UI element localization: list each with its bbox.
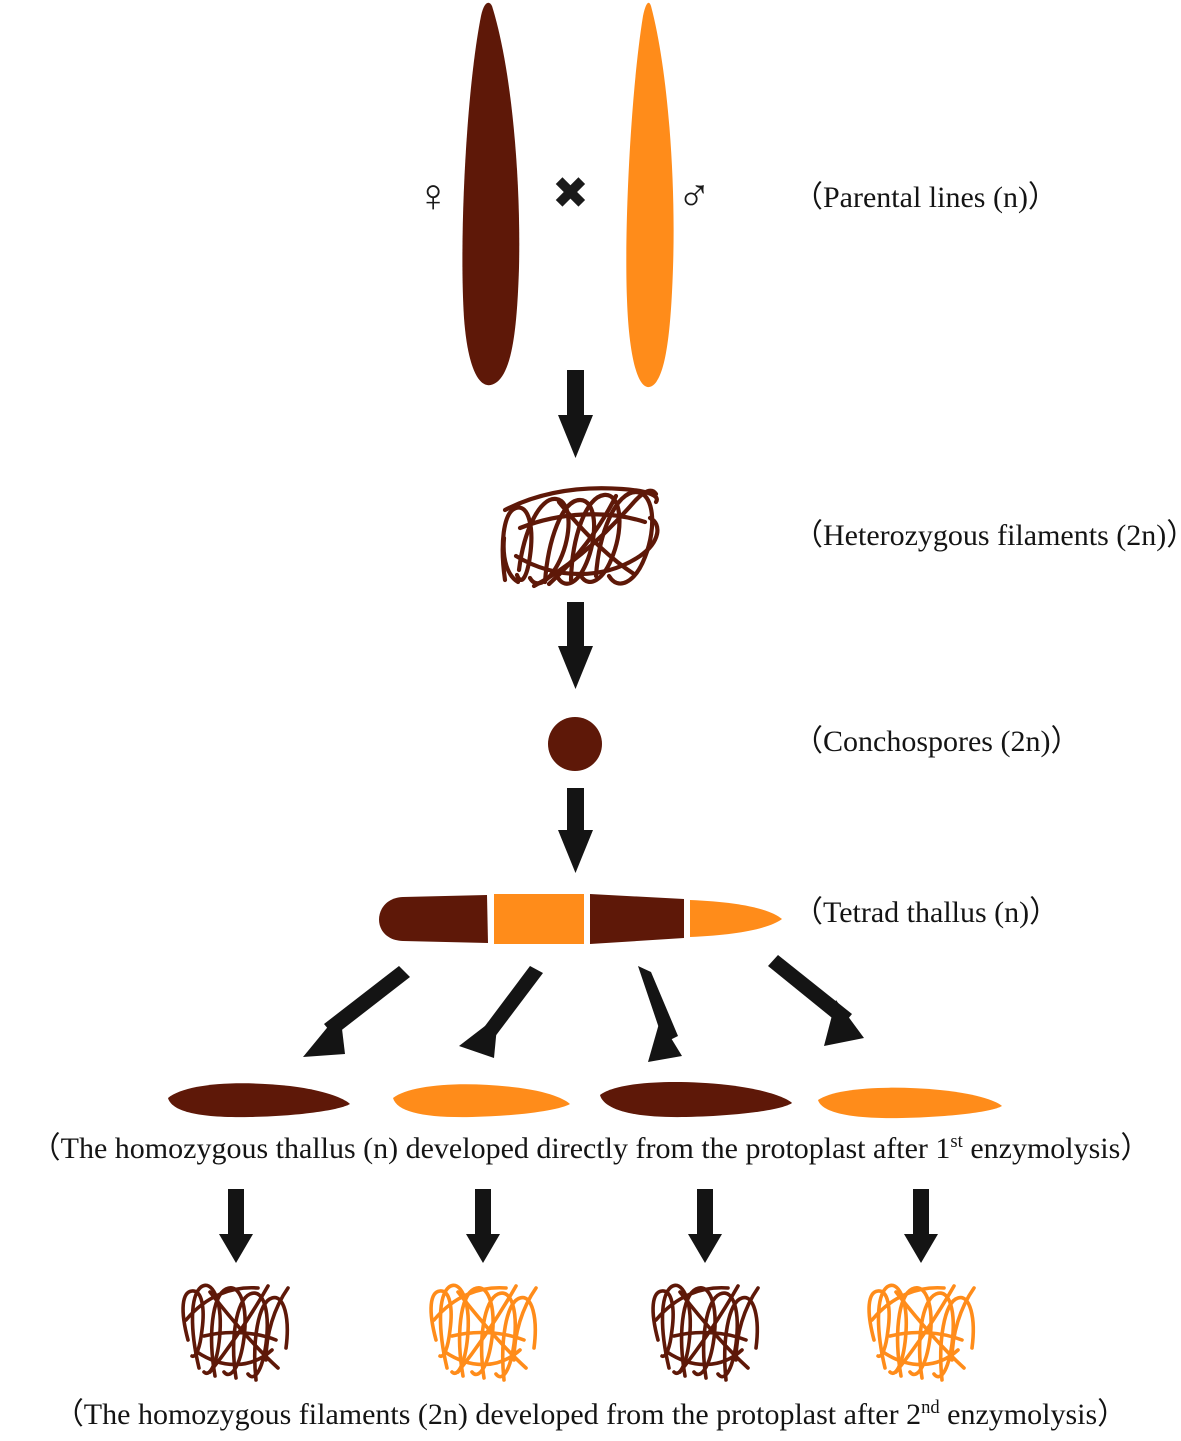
enzymolysis-arrow-1 — [219, 1189, 253, 1263]
conchospore — [548, 717, 602, 771]
homozygous-filament-3 — [651, 1283, 760, 1382]
branch-arrow-1 — [303, 966, 410, 1057]
homozygous-thallus-1 — [168, 1083, 350, 1118]
homozygous-thallus-4 — [818, 1087, 1002, 1119]
caption-homozygous-thallus-text-after: enzymolysis） — [962, 1132, 1151, 1165]
homozygous-filament-2 — [429, 1283, 538, 1382]
caption-homozygous-filaments-superscript: nd — [921, 1397, 940, 1418]
enzymolysis-arrow-2 — [466, 1189, 500, 1263]
stage-label-parental-lines: （Parental lines (n)） — [793, 181, 1058, 214]
male-symbol: ♂ — [677, 168, 712, 222]
enzymolysis-arrow-3 — [688, 1189, 722, 1263]
parental-thallus-female — [462, 2, 520, 386]
female-symbol: ♀ — [416, 168, 451, 222]
enzymolysis-arrow-4 — [904, 1189, 938, 1263]
tetrad-segment-1 — [378, 895, 488, 943]
caption-homozygous-filaments-text-after: enzymolysis） — [939, 1398, 1128, 1431]
caption-homozygous-thallus: （The homozygous thallus (n) developed di… — [0, 1131, 1181, 1165]
stage-label-heterozygous-filaments: （Heterozygous filaments (2n)） — [793, 519, 1181, 552]
homozygous-thallus-row — [168, 1082, 1002, 1119]
caption-homozygous-filaments: （The homozygous filaments (2n) developed… — [0, 1397, 1181, 1431]
cross-symbol: ✖ — [552, 168, 589, 219]
tetrad-segment-4 — [690, 900, 782, 937]
caption-homozygous-filaments-text-before: （The homozygous filaments (2n) developed… — [53, 1398, 922, 1431]
branch-arrow-4 — [768, 955, 864, 1046]
tetrad-segment-3 — [590, 894, 684, 944]
branch-arrow-3 — [638, 966, 682, 1062]
tetrad-thallus — [378, 894, 782, 944]
arrow-conchospores-to-tetrad — [558, 788, 593, 873]
homozygous-thallus-2 — [393, 1084, 570, 1118]
caption-homozygous-thallus-superscript: st — [950, 1131, 963, 1152]
branching-arrows — [303, 955, 864, 1062]
enzymolysis-arrows — [219, 1189, 938, 1263]
stage-label-tetrad-thallus: （Tetrad thallus (n)） — [793, 896, 1060, 929]
branch-arrow-2 — [459, 966, 543, 1058]
homozygous-thallus-3 — [600, 1082, 792, 1118]
parental-thallus-male — [626, 2, 674, 388]
heterozygous-filament-tangle — [500, 486, 660, 589]
homozygous-filament-4 — [867, 1283, 976, 1382]
caption-homozygous-thallus-text-before: （The homozygous thallus (n) developed di… — [30, 1132, 951, 1165]
stage-label-conchospores: （Conchospores (2n)） — [793, 725, 1081, 758]
arrow-filaments-to-conchospores — [558, 602, 593, 689]
homozygous-filament-1 — [181, 1283, 290, 1382]
arrow-parents-to-filaments — [558, 370, 593, 458]
tetrad-segment-2 — [494, 894, 584, 944]
